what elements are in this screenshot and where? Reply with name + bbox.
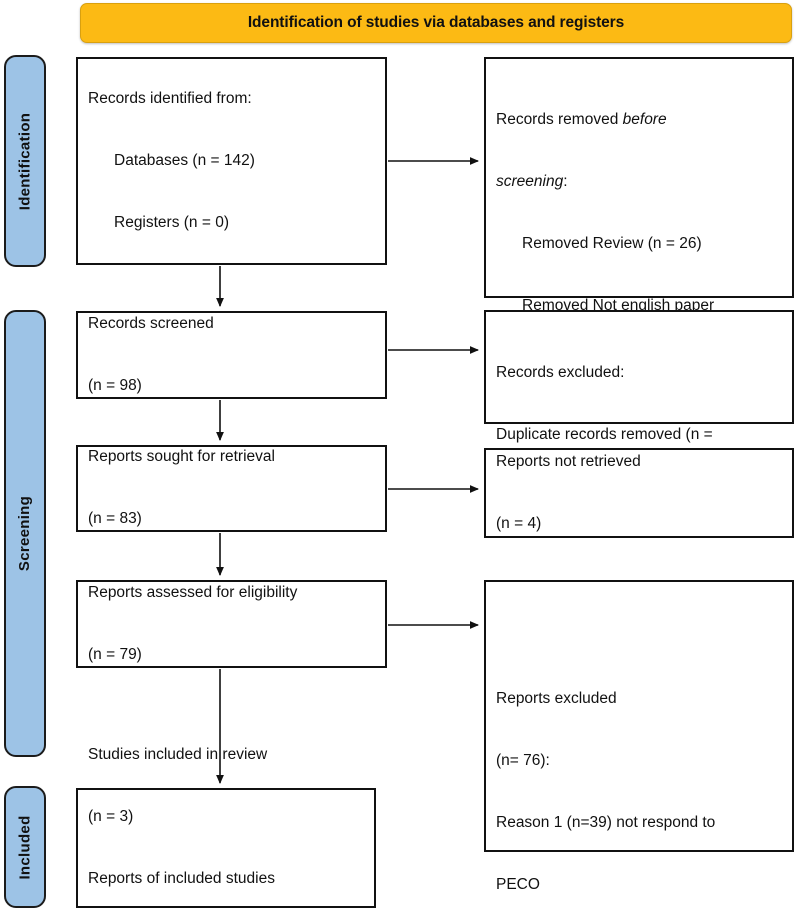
box-records-excluded-duplicates-text: Records excluded: Duplicate records remo… bbox=[486, 312, 792, 549]
records-removed-review: Removed Review (n = 26) bbox=[522, 234, 702, 252]
box-reports-not-retrieved-text: Reports not retrieved (n = 4) bbox=[486, 411, 792, 576]
records-identified-registers: Registers (n = 0) bbox=[114, 213, 230, 231]
stage-label-included: Included bbox=[4, 786, 46, 908]
records-screened-label: Records screened bbox=[88, 314, 214, 332]
records-excluded-label: Records excluded: bbox=[496, 364, 625, 382]
reports-excluded-reason-1: Reason 1 (n=39) not respond to bbox=[496, 813, 716, 831]
box-records-identified-text: Records identified from: Databases (n = … bbox=[78, 48, 385, 275]
header-banner: Identification of studies via databases … bbox=[80, 3, 792, 43]
stage-label-screening-text: Screening bbox=[16, 495, 34, 572]
stage-label-screening: Screening bbox=[4, 310, 46, 757]
reports-not-retrieved-label: Reports not retrieved bbox=[496, 452, 641, 470]
stage-label-identification-text: Identification bbox=[16, 112, 34, 210]
records-removed-not-english-a: Removed Not bbox=[522, 296, 622, 314]
box-records-identified: Records identified from: Databases (n = … bbox=[76, 57, 387, 265]
reports-not-retrieved-count: (n = 4) bbox=[496, 514, 542, 532]
spellcheck-misspelled-word: english bbox=[621, 296, 671, 314]
box-reports-assessed-text: Reports assessed for eligibility (n = 79… bbox=[78, 542, 385, 707]
box-reports-sought-for-retrieval: Reports sought for retrieval (n = 83) bbox=[76, 445, 387, 532]
reports-excluded-label: Reports excluded bbox=[496, 690, 617, 708]
records-excluded-duplicate-line: Duplicate records removed (n = bbox=[496, 426, 713, 444]
box-reports-excluded: Reports excluded (n= 76): Reason 1 (n=39… bbox=[484, 580, 794, 893]
records-removed-line1-italic: before bbox=[622, 111, 667, 129]
box-reports-excluded-text: Reports excluded (n= 76): Reason 1 (n=39… bbox=[486, 582, 792, 917]
stage-label-included-text: Included bbox=[16, 814, 34, 880]
studies-included-label: Studies included in review bbox=[88, 745, 268, 763]
reports-excluded-reason-1-cont: PECO bbox=[496, 875, 540, 893]
records-identified-line1: Records identified from: bbox=[88, 89, 252, 107]
box-studies-included: Studies included in review (n = 3) Repor… bbox=[76, 746, 376, 908]
records-removed-not-english-b: paper bbox=[670, 296, 715, 314]
page-title: Identification of studies via databases … bbox=[247, 14, 625, 31]
records-removed-line1-plain: Records removed bbox=[496, 111, 623, 129]
box-reports-not-retrieved: Reports not retrieved (n = 4) bbox=[484, 448, 794, 538]
stage-label-identification: Identification bbox=[4, 55, 46, 267]
reports-excluded-count: (n= 76): bbox=[496, 752, 550, 770]
records-removed-line2-colon: : bbox=[563, 173, 568, 191]
box-records-screened: Records screened (n = 98) bbox=[76, 311, 387, 399]
records-removed-line2-italic: screening bbox=[496, 173, 564, 191]
box-reports-assessed-for-eligibility: Reports assessed for eligibility (n = 79… bbox=[76, 580, 387, 668]
box-records-screened-text: Records screened (n = 98) bbox=[78, 273, 385, 438]
box-records-excluded-duplicates: Records excluded: Duplicate records remo… bbox=[484, 310, 794, 505]
records-identified-databases: Databases (n = 142) bbox=[114, 151, 255, 169]
box-reports-sought-text: Reports sought for retrieval (n = 83) bbox=[78, 406, 385, 571]
records-screened-count: (n = 98) bbox=[88, 376, 142, 394]
reports-sought-label: Reports sought for retrieval bbox=[88, 448, 275, 466]
reports-sought-count: (n = 83) bbox=[88, 510, 142, 528]
reports-assessed-label: Reports assessed for eligibility bbox=[88, 583, 298, 601]
reports-of-included-studies-label: Reports of included studies bbox=[88, 869, 275, 887]
studies-included-count: (n = 3) bbox=[88, 807, 134, 825]
reports-assessed-count: (n = 79) bbox=[88, 645, 142, 663]
box-records-removed-before-screening: Records removed before screening: Remove… bbox=[484, 57, 794, 376]
box-studies-included-text: Studies included in review (n = 3) Repor… bbox=[78, 704, 374, 917]
